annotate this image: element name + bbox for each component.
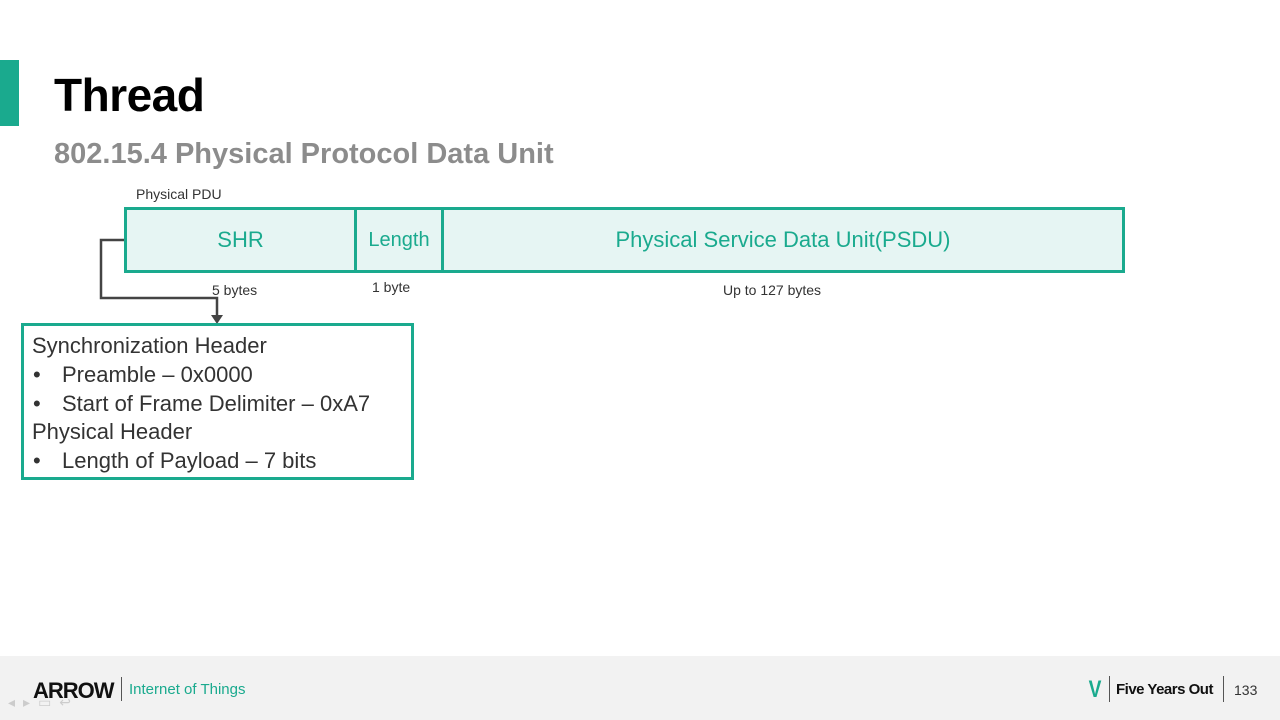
footer-bar: ARROW Internet of Things ◂ ▸ ▭ ↩ V Five … <box>0 656 1280 720</box>
length-field: Length <box>357 210 444 270</box>
psdu-size-label: Up to 127 bytes <box>723 282 822 298</box>
return-icon[interactable]: ↩ <box>59 694 72 710</box>
detail-heading-phy: Physical Header <box>32 419 193 445</box>
slide-title: Thread <box>54 69 205 121</box>
ppdu-frame: SHR Length Physical Service Data Unit(PS… <box>124 207 1125 273</box>
menu-icon[interactable]: ▭ <box>38 694 52 710</box>
footer-tagline: Internet of Things <box>129 681 246 698</box>
arrow-left-icon[interactable]: ◂ <box>8 694 16 710</box>
detail-item-sfd: Start of Frame Delimiter – 0xA7 <box>32 390 411 419</box>
slide-subtitle: 802.15.4 Physical Protocol Data Unit <box>54 138 554 170</box>
detail-heading-sync: Synchronization Header <box>32 333 267 358</box>
footer-slogan: Five Years Out <box>1116 681 1213 698</box>
arrow-right-icon[interactable]: ▸ <box>23 694 31 710</box>
physical-pdu-label: Physical PDU <box>136 186 222 202</box>
slide-nav-icons[interactable]: ◂ ▸ ▭ ↩ <box>8 694 71 711</box>
arrow-logo: ARROW <box>33 678 115 703</box>
page-number: 133 <box>1234 682 1258 698</box>
footer-divider <box>121 677 122 701</box>
shr-detail-box: Synchronization Header Preamble – 0x0000… <box>21 323 414 480</box>
shr-size-label: 5 bytes <box>212 282 258 298</box>
title-accent-bar <box>0 60 19 126</box>
footer-divider <box>1109 676 1110 702</box>
detail-item-length: Length of Payload – 7 bits <box>32 447 411 476</box>
length-size-label: 1 byte <box>372 279 411 295</box>
shr-field: SHR <box>127 210 357 270</box>
psdu-field: Physical Service Data Unit(PSDU) <box>615 227 951 252</box>
five-years-out-v-logo: V <box>1088 676 1102 703</box>
detail-item-preamble: Preamble – 0x0000 <box>32 361 411 390</box>
footer-divider <box>1223 676 1224 702</box>
